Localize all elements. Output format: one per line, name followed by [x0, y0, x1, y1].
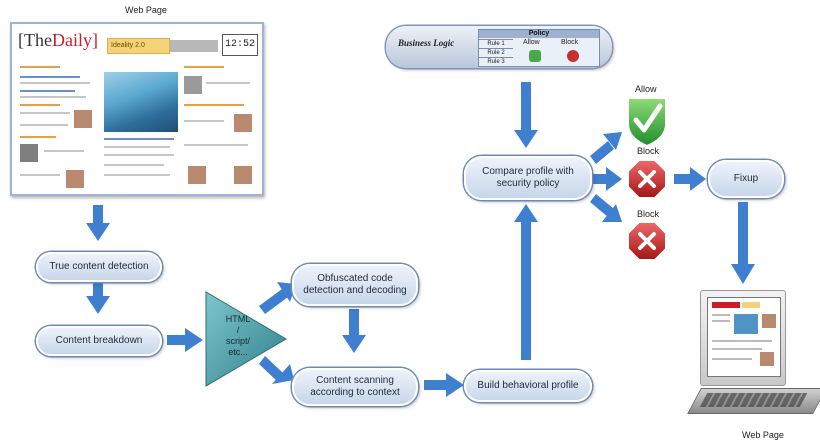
- text-line: [44, 150, 84, 152]
- keyboard-icon: [687, 388, 820, 414]
- header-bar: [170, 40, 218, 52]
- rule-row: Rule 1: [479, 39, 513, 48]
- thumb-image: [234, 166, 252, 184]
- screen-logo: [712, 302, 740, 308]
- content-breakdown-node: Content breakdown: [36, 326, 162, 356]
- text-line: [206, 82, 250, 84]
- thumb-image: [184, 76, 202, 94]
- text-line: [104, 164, 164, 166]
- arrow-html-to-scanning: [259, 356, 294, 384]
- arrow-block-to-fixup: [674, 167, 706, 191]
- monitor-icon: [700, 290, 786, 386]
- screen-ad: [742, 302, 760, 308]
- arrow-scanning-to-profile: [424, 373, 464, 397]
- block-octagon-icon-lower: [627, 221, 667, 261]
- business-logic-policy-panel: Business Logic Policy Rule 1 Rule 2 Rule…: [386, 26, 612, 68]
- fixup-node: Fixup: [708, 160, 784, 198]
- text-line: [184, 104, 244, 106]
- screen-line: [712, 348, 762, 350]
- thumb-image: [20, 144, 38, 162]
- screen-thumb: [760, 352, 774, 366]
- arrow-html-to-obfuscated: [259, 282, 296, 314]
- text-line: [184, 144, 248, 146]
- allow-mini-icon: [529, 50, 541, 62]
- thumb-image: [66, 170, 84, 188]
- arrow-compare-to-block: [592, 167, 622, 191]
- policy-title: Policy: [479, 30, 599, 38]
- text-line: [20, 76, 80, 78]
- true-content-detection-node: True content detection: [36, 252, 162, 282]
- clock-display: 12:52: [222, 34, 258, 56]
- html-script-label: HTML/script/etc...: [225, 314, 251, 357]
- block-mini-icon: [567, 50, 579, 62]
- text-line: [184, 66, 224, 68]
- text-line: [20, 124, 68, 126]
- text-line: [20, 82, 90, 84]
- block-label: Block: [637, 146, 660, 156]
- rule-row: Rule 2: [479, 48, 513, 57]
- screen-thumb: [762, 314, 776, 328]
- text-line: [184, 120, 224, 122]
- thumb-image: [188, 166, 206, 184]
- allow-column-label: Allow: [523, 39, 540, 46]
- screen-line: [712, 340, 772, 342]
- rule-row: Rule 3: [479, 57, 513, 66]
- block-octagon-icon: [627, 159, 667, 199]
- thumb-image: [74, 110, 92, 128]
- text-line: [20, 136, 56, 138]
- screen-line: [712, 320, 730, 322]
- arrow-webpage-to-detection: [86, 205, 110, 241]
- ad-banner: Ideality 2.0: [107, 38, 170, 54]
- arrow-compare-to-block-lower: [590, 194, 622, 222]
- block-label-lower: Block: [637, 209, 660, 219]
- text-line: [20, 104, 60, 106]
- monitor-screen: [707, 297, 781, 377]
- web-page-thumbnail: [TheDaily] Ideality 2.0 12:52: [10, 22, 264, 196]
- arrow-fixup-to-webpage: [731, 202, 755, 284]
- text-line: [104, 146, 170, 148]
- policy-table: Policy Rule 1 Rule 2 Rule 3 Allow Block: [478, 29, 600, 67]
- arrow-breakdown-to-html: [167, 328, 203, 352]
- wave-photo: [104, 72, 178, 132]
- text-line: [20, 66, 60, 68]
- arrow-detection-to-breakdown: [86, 282, 110, 314]
- arrow-policy-to-compare: [514, 82, 538, 148]
- text-line: [20, 112, 70, 114]
- allow-label: Allow: [635, 84, 657, 94]
- html-script-triangle: [205, 291, 287, 387]
- text-line: [20, 90, 75, 92]
- text-line: [104, 174, 170, 176]
- text-line: [20, 96, 86, 98]
- screen-line: [712, 358, 752, 360]
- thumb-image: [234, 114, 252, 132]
- arrow-profile-to-compare: [514, 204, 538, 360]
- text-line: [20, 174, 60, 176]
- arrow-obfuscated-to-scanning: [342, 309, 366, 353]
- the-daily-logo: [TheDaily]: [18, 30, 98, 50]
- text-line: [104, 154, 174, 156]
- text-line: [104, 138, 174, 140]
- screen-photo: [734, 314, 758, 334]
- web-page-top-label: Web Page: [125, 5, 167, 15]
- arrow-compare-to-allow: [590, 132, 622, 164]
- business-logic-label: Business Logic: [398, 38, 455, 48]
- block-column-label: Block: [561, 39, 579, 46]
- web-page-bottom-label: Web Page: [742, 430, 784, 440]
- allow-shield-icon: [627, 97, 667, 148]
- build-behavioral-profile-node: Build behavioral profile: [464, 370, 592, 402]
- screen-line: [712, 314, 730, 316]
